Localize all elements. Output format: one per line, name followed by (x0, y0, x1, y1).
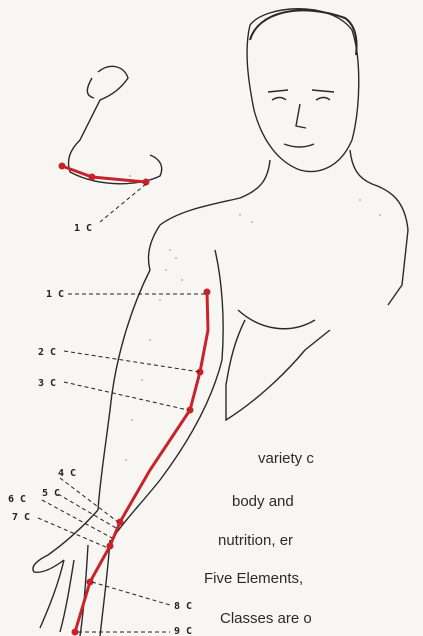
meridian-main-arm (72, 289, 211, 636)
label-8c: 8 C (174, 601, 192, 612)
text-line-5: Classes are o (220, 610, 312, 627)
text-line-2: body and (232, 493, 294, 510)
label-7c: 7 C (12, 512, 30, 523)
label-3c: 3 C (38, 378, 56, 389)
label-upper-arm-1c: 1 C (74, 223, 92, 234)
shading (119, 175, 381, 461)
label-2c: 2 C (38, 347, 56, 358)
label-1c: 1 C (46, 289, 64, 300)
text-line-1: variety c (258, 450, 314, 467)
text-line-3: nutrition, er (218, 532, 293, 549)
label-6c: 6 C (8, 494, 26, 505)
label-5c: 5 C (42, 488, 60, 499)
label-9c: 9 C (174, 626, 192, 636)
text-line-4: Five Elements, (204, 570, 303, 587)
label-4c: 4 C (58, 468, 76, 479)
